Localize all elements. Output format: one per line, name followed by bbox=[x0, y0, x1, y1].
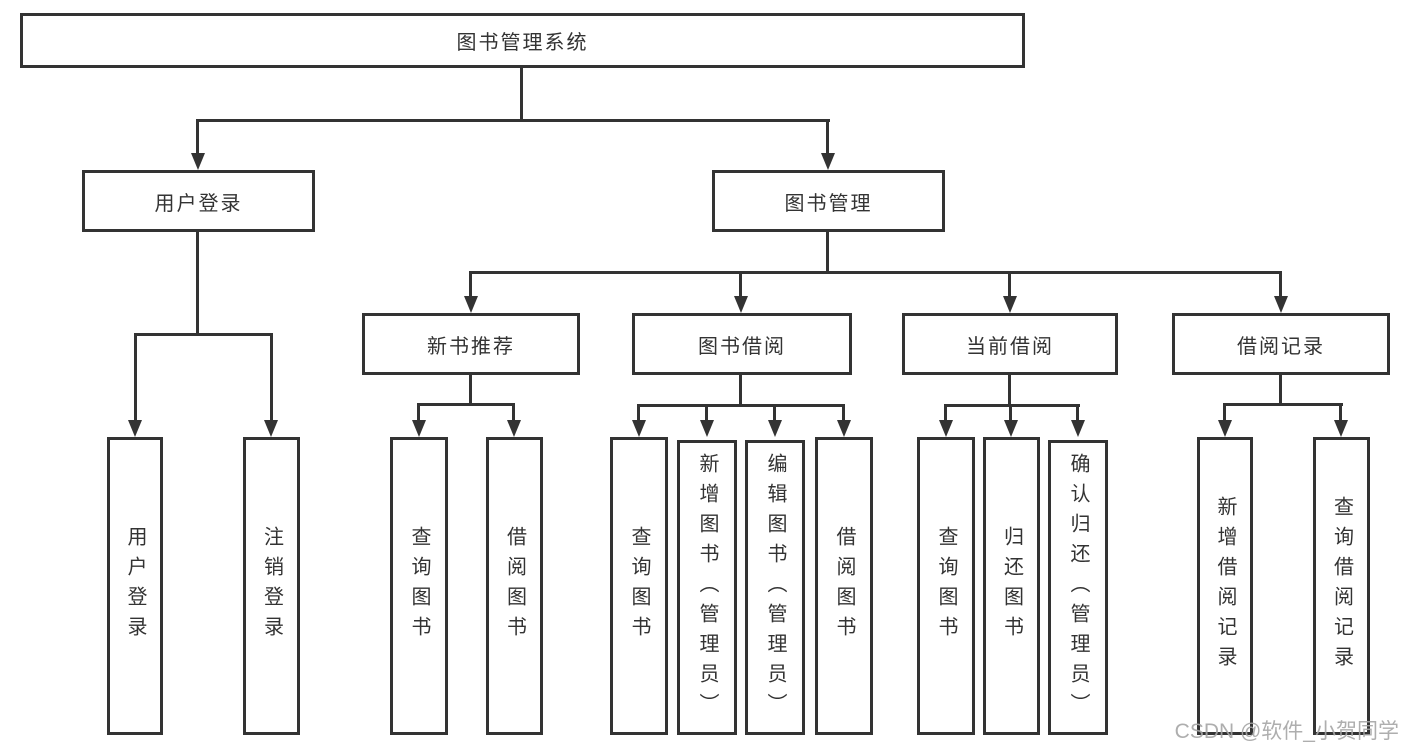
node-book-mgmt: 图书管理 bbox=[712, 170, 945, 232]
node-label: 查询图书 bbox=[935, 526, 957, 646]
arrowhead-icon bbox=[128, 420, 142, 437]
connector-line bbox=[1076, 405, 1079, 421]
node-user-login: 用户登录 bbox=[82, 170, 315, 232]
node-cu-confirm: 确认归还（管理员） bbox=[1048, 440, 1108, 735]
connector-line bbox=[826, 120, 829, 153]
node-label: 当前借阅 bbox=[966, 335, 1054, 358]
connector-line bbox=[739, 272, 742, 298]
node-nb-borrow: 借阅图书 bbox=[486, 437, 543, 735]
arrowhead-icon bbox=[1004, 420, 1018, 437]
node-label: 图书借阅 bbox=[698, 335, 786, 358]
connector-line bbox=[637, 404, 845, 407]
arrowhead-icon bbox=[1003, 296, 1017, 313]
node-label: 查询图书 bbox=[408, 526, 430, 646]
connector-line bbox=[705, 405, 708, 421]
node-current: 当前借阅 bbox=[902, 313, 1118, 375]
node-root: 图书管理系统 bbox=[20, 13, 1025, 68]
connector-line bbox=[944, 404, 1080, 407]
arrowhead-icon bbox=[264, 420, 278, 437]
node-new-book: 新书推荐 bbox=[362, 313, 580, 375]
node-label: 归还图书 bbox=[1000, 526, 1023, 646]
node-bw-edit: 编辑图书（管理员） bbox=[745, 440, 805, 735]
arrowhead-icon bbox=[734, 296, 748, 313]
arrowhead-icon bbox=[700, 420, 714, 437]
arrowhead-icon bbox=[464, 296, 478, 313]
node-bw-add: 新增图书（管理员） bbox=[677, 440, 737, 735]
node-bw-borrow: 借阅图书 bbox=[815, 437, 873, 735]
arrowhead-icon bbox=[191, 153, 205, 170]
arrowhead-icon bbox=[1334, 420, 1348, 437]
node-label: 借阅图书 bbox=[503, 526, 526, 646]
connector-line bbox=[520, 68, 523, 122]
connector-line bbox=[417, 403, 515, 406]
node-cu-query: 查询图书 bbox=[917, 437, 975, 735]
connector-line bbox=[637, 405, 640, 421]
connector-line bbox=[134, 334, 137, 420]
connector-line bbox=[1223, 404, 1226, 421]
connector-line bbox=[469, 271, 1282, 274]
connector-line bbox=[842, 405, 845, 421]
node-label: 查询图书 bbox=[628, 526, 650, 646]
node-re-add: 新增借阅记录 bbox=[1197, 437, 1253, 735]
node-label: 借阅图书 bbox=[833, 526, 855, 646]
connector-line bbox=[134, 333, 273, 336]
arrowhead-icon bbox=[1274, 296, 1288, 313]
node-label: 借阅记录 bbox=[1237, 335, 1325, 358]
node-label: 新增借阅记录 bbox=[1214, 496, 1236, 676]
connector-line bbox=[1339, 404, 1342, 421]
arrowhead-icon bbox=[632, 420, 646, 437]
node-label: 注销登录 bbox=[260, 526, 283, 646]
node-label: 查询借阅记录 bbox=[1330, 496, 1353, 676]
connector-line bbox=[1279, 375, 1282, 406]
arrowhead-icon bbox=[821, 153, 835, 170]
connector-line bbox=[944, 405, 947, 421]
connector-line bbox=[1008, 375, 1011, 406]
connector-line bbox=[196, 119, 830, 122]
connector-line bbox=[1279, 272, 1282, 298]
connector-line bbox=[1009, 405, 1012, 421]
node-nb-query: 查询图书 bbox=[390, 437, 448, 735]
arrowhead-icon bbox=[1218, 420, 1232, 437]
node-label: 用户登录 bbox=[124, 526, 146, 646]
node-label: 图书管理系统 bbox=[456, 32, 589, 54]
arrowhead-icon bbox=[837, 420, 851, 437]
connector-line bbox=[512, 404, 515, 421]
arrowhead-icon bbox=[768, 420, 782, 437]
node-borrowing: 图书借阅 bbox=[632, 313, 852, 375]
connector-line bbox=[469, 272, 472, 298]
node-cu-return: 归还图书 bbox=[983, 437, 1040, 735]
connector-line bbox=[826, 232, 829, 272]
connector-line bbox=[196, 120, 199, 153]
connector-line bbox=[469, 375, 472, 406]
node-logout: 注销登录 bbox=[243, 437, 300, 735]
node-label: 用户登录 bbox=[154, 192, 243, 215]
connector-line bbox=[773, 405, 776, 421]
connector-line bbox=[417, 404, 420, 421]
connector-line bbox=[196, 232, 199, 335]
connector-line bbox=[270, 334, 273, 420]
watermark: CSDN @软件_小贺同学 bbox=[1174, 720, 1399, 743]
arrowhead-icon bbox=[939, 420, 953, 437]
node-re-query: 查询借阅记录 bbox=[1313, 437, 1370, 735]
connector-line bbox=[1223, 403, 1343, 406]
arrowhead-icon bbox=[507, 420, 521, 437]
node-label: 编辑图书（管理员） bbox=[764, 452, 786, 723]
arrowhead-icon bbox=[412, 420, 426, 437]
node-bw-query: 查询图书 bbox=[610, 437, 668, 735]
node-label: 新书推荐 bbox=[427, 335, 515, 358]
node-records: 借阅记录 bbox=[1172, 313, 1390, 375]
node-label: 确认归还（管理员） bbox=[1067, 452, 1089, 723]
arrowhead-icon bbox=[1071, 420, 1085, 437]
node-label: 新增图书（管理员） bbox=[696, 452, 718, 723]
connector-line bbox=[1008, 272, 1011, 298]
node-label: 图书管理 bbox=[784, 192, 873, 215]
node-login: 用户登录 bbox=[107, 437, 163, 735]
connector-line bbox=[739, 375, 742, 406]
